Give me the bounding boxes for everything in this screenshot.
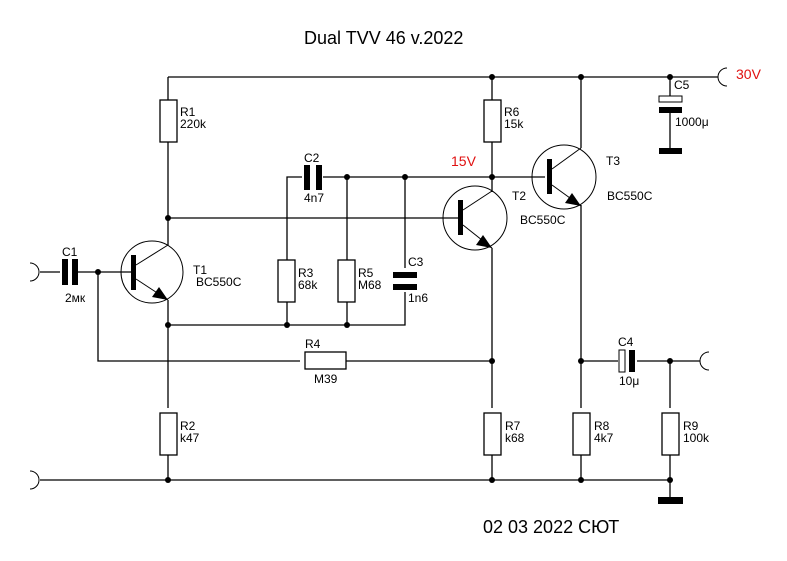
resistor-r3: R3 68k <box>277 259 318 303</box>
r5-ref: R5 <box>358 266 374 280</box>
resistor-r5: R5 M68 <box>337 259 382 303</box>
r6-value: 15k <box>504 117 524 131</box>
t2-emitter-arrow-icon <box>476 235 492 248</box>
capacitor-c2: C2 4n7 <box>304 151 324 205</box>
resistor-r1: R1 220k <box>159 99 207 143</box>
c2-value: 4n7 <box>304 191 324 205</box>
resistor-r9: R9 100k <box>661 412 710 456</box>
c4-value: 10μ <box>619 374 639 388</box>
mid-voltage-label: 15V <box>451 153 477 169</box>
t3-emitter-arrow-icon <box>565 193 581 206</box>
c5-ref: C5 <box>674 78 690 92</box>
diagram-title: Dual TVV 46 v.2022 <box>304 28 463 48</box>
t2-type: BC550C <box>520 213 566 227</box>
transistor-t1: T1 BC550C <box>120 240 242 304</box>
r7-value: k68 <box>505 431 525 445</box>
r4-ref: R4 <box>305 337 321 351</box>
t3-type: BC550C <box>607 189 653 203</box>
r2-ref: R2 <box>180 419 196 433</box>
c1-ref: C1 <box>62 245 78 259</box>
r9-value: 100k <box>683 431 710 445</box>
resistor-r7: R7 k68 <box>483 412 525 456</box>
r3-ref: R3 <box>298 266 314 280</box>
capacitor-c5: C5 1000μ <box>658 78 709 154</box>
r3-value: 68k <box>298 278 318 292</box>
transistor-t2: T2 BC550C <box>442 185 566 251</box>
t1-emitter-arrow-icon <box>152 287 168 300</box>
c5-value: 1000μ <box>675 115 709 129</box>
resistor-r4: R4 M39 <box>304 337 347 386</box>
capacitor-c4: C4 10μ <box>618 335 639 388</box>
capacitor-c1: C1 2мк <box>62 245 86 305</box>
capacitor-c3: C3 1n6 <box>393 255 428 305</box>
t3-ref: T3 <box>606 154 620 168</box>
c3-value: 1n6 <box>408 291 428 305</box>
c4-ref: C4 <box>618 335 634 349</box>
t2-ref: T2 <box>512 189 526 203</box>
diagram-footer: 02 03 2022 СЮТ <box>483 517 619 537</box>
r8-value: 4k7 <box>594 431 614 445</box>
r2-value: k47 <box>180 431 200 445</box>
input-terminal <box>29 262 40 282</box>
c3-ref: C3 <box>408 255 424 269</box>
resistor-r8: R8 4k7 <box>572 412 614 456</box>
transistor-t3: T3 BC550C <box>531 144 653 210</box>
r1-ref: R1 <box>180 105 196 119</box>
t1-ref: T1 <box>193 263 207 277</box>
r5-value: M68 <box>358 278 382 292</box>
c2-ref: C2 <box>304 151 320 165</box>
resistor-r6: R6 15k <box>483 99 524 143</box>
c1-value: 2мк <box>65 291 86 305</box>
r6-ref: R6 <box>504 105 520 119</box>
r4-value: M39 <box>314 372 338 386</box>
r9-ref: R9 <box>683 419 699 433</box>
junction-dots <box>95 74 673 483</box>
resistor-r2: R2 k47 <box>159 412 200 456</box>
r7-ref: R7 <box>505 419 521 433</box>
t1-type: BC550C <box>196 275 242 289</box>
r1-value: 220k <box>180 117 207 131</box>
output-terminal <box>699 351 710 371</box>
supply-terminal <box>717 67 728 87</box>
r8-ref: R8 <box>594 419 610 433</box>
supply-voltage-label: 30V <box>736 66 762 82</box>
ground-terminal-left <box>29 470 40 490</box>
ground-symbol-icon <box>658 497 683 504</box>
